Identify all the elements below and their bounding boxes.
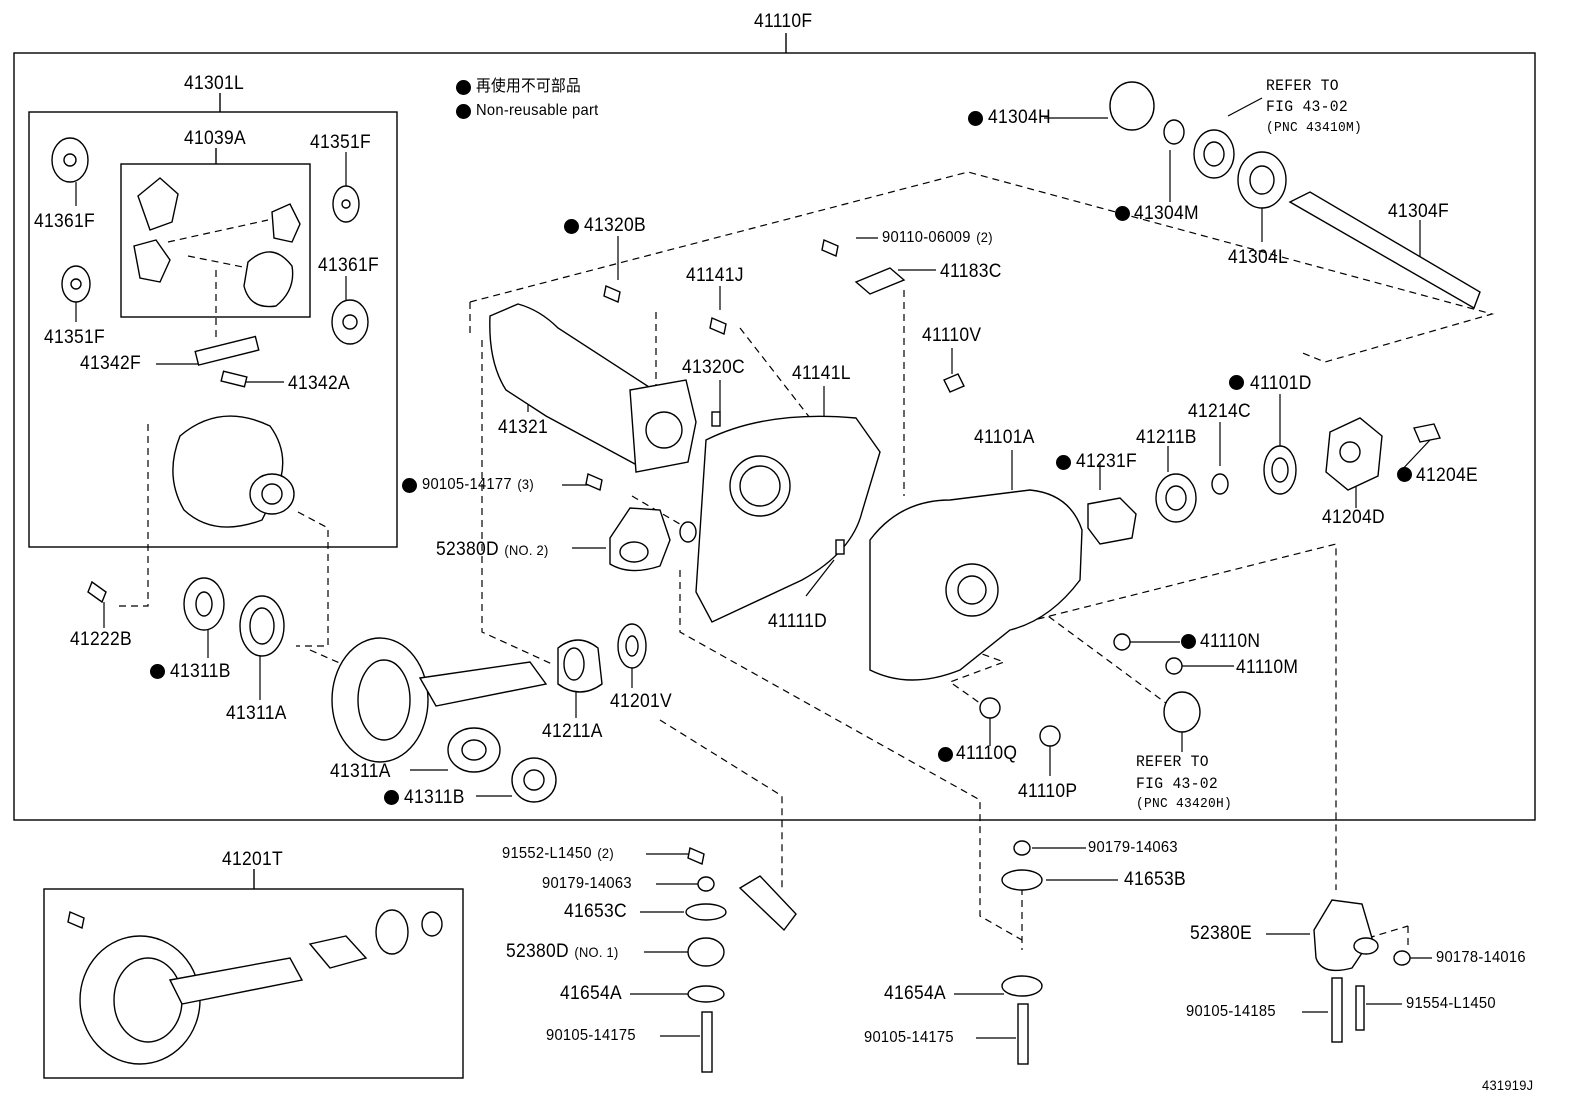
- part-41342F[interactable]: 41342F: [80, 353, 141, 374]
- non-reusable-dot: [1181, 634, 1196, 649]
- part-90105-14175-b[interactable]: 90105-14175: [864, 1029, 954, 1046]
- main-assembly-frame: [13, 52, 1536, 821]
- main-assembly-label[interactable]: 41110F: [754, 11, 813, 32]
- non-reusable-dot: [1056, 455, 1071, 470]
- part-41653B[interactable]: 41653B: [1124, 869, 1186, 890]
- part-41101A[interactable]: 41101A: [974, 427, 1035, 448]
- part-41321[interactable]: 41321: [498, 417, 548, 438]
- part-41101D[interactable]: 41101D: [1250, 373, 1312, 394]
- part-41211A[interactable]: 41211A: [542, 721, 603, 742]
- part-41320B[interactable]: 41320B: [584, 215, 646, 236]
- non-reusable-dot: [384, 790, 399, 805]
- legend-en: Non-reusable part: [476, 102, 599, 119]
- part-41183C[interactable]: 41183C: [940, 261, 1002, 282]
- part-41110P[interactable]: 41110P: [1018, 781, 1078, 802]
- non-reusable-dot: [1397, 467, 1412, 482]
- diagram-id: 431919J: [1482, 1077, 1534, 1093]
- part-41361F-a[interactable]: 41361F: [34, 211, 95, 232]
- part-90179-14063-a[interactable]: 90179-14063: [542, 875, 632, 892]
- part-90105-14185[interactable]: 90105-14185: [1186, 1003, 1276, 1020]
- part-90105-14175-a[interactable]: 90105-14175: [546, 1027, 636, 1044]
- part-52380D-no1[interactable]: 52380D(NO. 1): [506, 941, 619, 962]
- part-52380D-no2[interactable]: 52380D(NO. 2): [436, 539, 549, 560]
- part-41110N[interactable]: 41110N: [1200, 631, 1261, 652]
- part-41201V[interactable]: 41201V: [610, 691, 672, 712]
- ref-bottom-line3: (PNC 43420H): [1136, 796, 1233, 812]
- part-41351F-a[interactable]: 41351F: [310, 132, 371, 153]
- part-41351F-b[interactable]: 41351F: [44, 327, 105, 348]
- part-41320C[interactable]: 41320C: [682, 357, 745, 378]
- part-91552-L1450[interactable]: 91552-L1450(2): [502, 845, 614, 862]
- part-41110M[interactable]: 41110M: [1236, 657, 1299, 678]
- non-reusable-dot: [1229, 375, 1244, 390]
- part-90179-14063-b[interactable]: 90179-14063: [1088, 839, 1178, 856]
- part-41222B[interactable]: 41222B: [70, 629, 132, 650]
- diff-case-frame: [28, 111, 398, 548]
- part-41214C[interactable]: 41214C: [1188, 401, 1251, 422]
- part-90105-14177[interactable]: 90105-14177(3): [422, 476, 534, 493]
- part-41304F[interactable]: 41304F: [1388, 201, 1449, 222]
- part-41342A[interactable]: 41342A: [288, 373, 350, 394]
- part-41204D[interactable]: 41204D: [1322, 507, 1385, 528]
- part-41304H[interactable]: 41304H: [988, 107, 1051, 128]
- part-41311A-b[interactable]: 41311A: [330, 761, 391, 782]
- non-reusable-dot: [456, 104, 471, 119]
- part-41231F[interactable]: 41231F: [1076, 451, 1137, 472]
- part-41201T[interactable]: 41201T: [222, 849, 283, 870]
- non-reusable-dot: [968, 111, 983, 126]
- part-41654A-b[interactable]: 41654A: [884, 983, 946, 1004]
- part-41304L[interactable]: 41304L: [1228, 247, 1288, 268]
- part-41110V[interactable]: 41110V: [922, 325, 982, 346]
- part-90178-14016[interactable]: 90178-14016: [1436, 949, 1526, 966]
- part-41111D[interactable]: 41111D: [768, 611, 828, 632]
- part-41211B[interactable]: 41211B: [1136, 427, 1197, 448]
- part-90110-06009[interactable]: 90110-06009(2): [882, 229, 993, 246]
- part-41141L[interactable]: 41141L: [792, 363, 851, 384]
- part-91554-L1450[interactable]: 91554-L1450: [1406, 995, 1496, 1012]
- legend-jp: 再使用不可部品: [476, 78, 581, 95]
- part-41301L[interactable]: 41301L: [184, 73, 244, 94]
- ref-top-line2: FIG 43-02: [1266, 98, 1348, 116]
- part-52380E[interactable]: 52380E: [1190, 923, 1252, 944]
- non-reusable-dot: [402, 478, 417, 493]
- part-41654A-a[interactable]: 41654A: [560, 983, 622, 1004]
- part-41311A-a[interactable]: 41311A: [226, 703, 287, 724]
- ref-top-line1: REFER TO: [1266, 77, 1339, 95]
- non-reusable-dot: [1115, 206, 1130, 221]
- part-41653C[interactable]: 41653C: [564, 901, 627, 922]
- non-reusable-dot: [564, 219, 579, 234]
- part-41204E[interactable]: 41204E: [1416, 465, 1478, 486]
- ref-top-line3: (PNC 43410M): [1266, 120, 1363, 136]
- ref-bottom-line2: FIG 43-02: [1136, 775, 1218, 793]
- part-41311B-b[interactable]: 41311B: [404, 787, 465, 808]
- non-reusable-dot: [456, 80, 471, 95]
- part-41110Q[interactable]: 41110Q: [956, 743, 1018, 764]
- non-reusable-dot: [150, 664, 165, 679]
- non-reusable-dot: [938, 747, 953, 762]
- part-41039A[interactable]: 41039A: [184, 128, 246, 149]
- part-41141J[interactable]: 41141J: [686, 265, 744, 286]
- part-41311B-a[interactable]: 41311B: [170, 661, 231, 682]
- ref-bottom-line1: REFER TO: [1136, 753, 1209, 771]
- part-41304M[interactable]: 41304M: [1134, 203, 1199, 224]
- part-41361F-b[interactable]: 41361F: [318, 255, 379, 276]
